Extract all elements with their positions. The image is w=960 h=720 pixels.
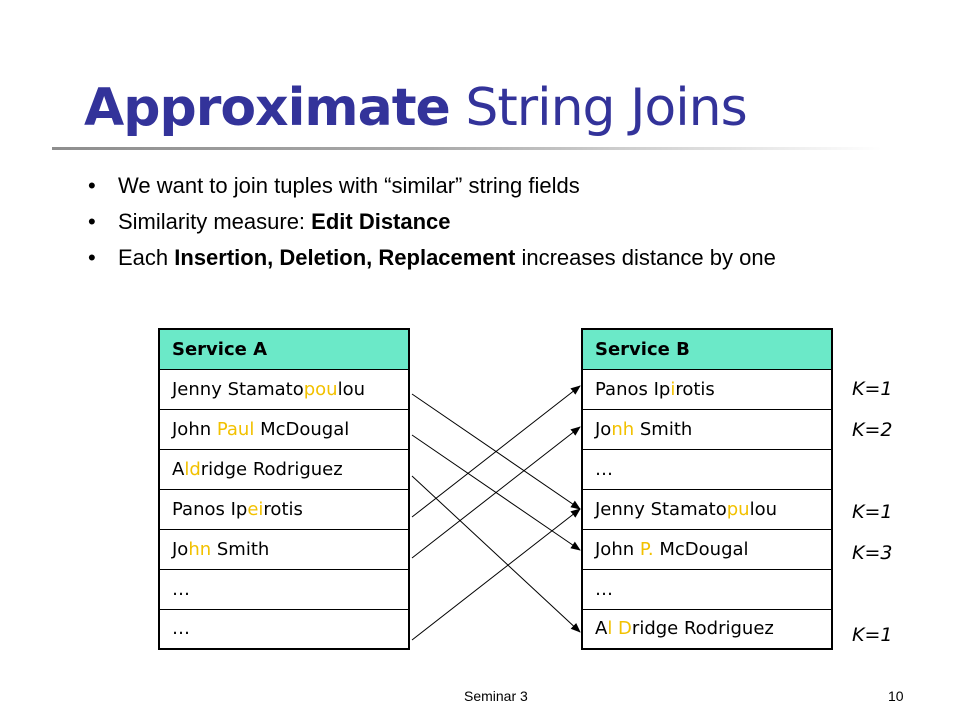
cell-text: John <box>595 538 640 560</box>
title-bold: Approximate <box>84 78 451 138</box>
k-label: K=1 <box>852 624 893 646</box>
service-a-cell: Aldridge Rodriguez <box>158 448 410 490</box>
table-row: … <box>158 568 410 610</box>
title-divider <box>52 147 882 150</box>
table-row: Jenny Stamatopoulou <box>158 368 410 410</box>
cell-text: … <box>172 618 190 640</box>
table-row: … <box>581 448 833 490</box>
table-row: Panos Ipirotis <box>581 368 833 410</box>
cell-text: … <box>595 458 613 480</box>
cell-text: Smith <box>211 538 270 560</box>
cell-text: Panos Ip <box>172 498 248 520</box>
highlighted-edit: pu <box>726 498 750 520</box>
cell-text: … <box>172 578 190 600</box>
highlighted-edit: Paul <box>216 418 255 440</box>
bullet-item: Similarity measure: Edit Distance <box>88 208 908 236</box>
service-b-cell: John P. McDougal <box>581 528 833 570</box>
bullet-text: We want to join tuples with “similar” st… <box>118 173 580 198</box>
k-label: K=3 <box>852 542 893 564</box>
table-row: Aldridge Rodriguez <box>158 448 410 490</box>
cell-text: rotis <box>675 378 715 400</box>
highlighted-edit: ei <box>247 498 264 520</box>
cell-text: McDougal <box>653 538 749 560</box>
service-b-cell: Al Dridge Rodriguez <box>581 608 833 650</box>
cell-text: Jo <box>595 418 612 440</box>
bullet-text: Each <box>118 245 175 270</box>
table-row: … <box>158 608 410 650</box>
table-row: Panos Ipeirotis <box>158 488 410 530</box>
cell-text: Jenny Stamato <box>595 498 727 520</box>
k-label: K=1 <box>852 378 893 400</box>
service-b-header-row: Service B <box>581 328 833 370</box>
bullet-text: increases distance by one <box>515 245 776 270</box>
cell-text: Smith <box>634 418 693 440</box>
highlighted-edit: i <box>670 378 676 400</box>
bullet-list: We want to join tuples with “similar” st… <box>88 172 908 280</box>
cell-text: lou <box>337 378 366 400</box>
highlighted-edit: nh <box>611 418 635 440</box>
footer-label: Seminar 3 <box>464 688 528 704</box>
cell-text: ridge Rodriguez <box>631 618 774 640</box>
cell-text: rotis <box>263 498 303 520</box>
highlighted-edit: pou <box>303 378 338 400</box>
bullet-item: Each Insertion, Deletion, Replacement in… <box>88 244 908 272</box>
k-label: K=1 <box>852 501 893 523</box>
table-row: John P. McDougal <box>581 528 833 570</box>
service-a-cell: … <box>158 608 410 650</box>
service-b-cell: … <box>581 448 833 490</box>
cell-text: … <box>595 578 613 600</box>
match-arrow <box>411 426 581 559</box>
match-arrow <box>411 475 581 633</box>
table-row: … <box>581 568 833 610</box>
service-b-cell: Jenny Stamatopulou <box>581 488 833 530</box>
cell-text: Jo <box>172 538 189 560</box>
highlighted-edit: l D <box>607 618 632 640</box>
title-rest: String Joins <box>465 78 747 138</box>
bullet-bold-text: Insertion, Deletion, Replacement <box>174 245 516 270</box>
service-b-cell: Panos Ipirotis <box>581 368 833 410</box>
cell-text: ridge Rodriguez <box>200 458 343 480</box>
highlighted-edit: hn <box>188 538 212 560</box>
cell-text: A <box>172 458 185 480</box>
highlighted-edit: P. <box>639 538 654 560</box>
service-a-cell: John Smith <box>158 528 410 570</box>
bullet-item: We want to join tuples with “similar” st… <box>88 172 908 200</box>
cell-text: John <box>172 418 217 440</box>
page-number: 10 <box>888 688 904 704</box>
match-arrow <box>411 385 581 518</box>
cell-text: lou <box>749 498 777 520</box>
match-arrow <box>411 508 581 641</box>
table-row: John Smith <box>158 528 410 570</box>
table-row: Al Dridge Rodriguez <box>581 608 833 650</box>
highlighted-edit: ld <box>184 458 201 480</box>
service-a-cell: Jenny Stamatopoulou <box>158 368 410 410</box>
cell-text: Panos Ip <box>595 378 671 400</box>
bullet-bold-text: Edit Distance <box>311 209 451 234</box>
page-title: Approximate String Joins <box>84 78 748 138</box>
k-label: K=2 <box>852 419 893 441</box>
bullet-text: Similarity measure: <box>118 209 312 234</box>
service-b-cell: … <box>581 568 833 610</box>
service-a-cell: … <box>158 568 410 610</box>
cell-text: Jenny Stamato <box>172 378 304 400</box>
table-row: Jenny Stamatopulou <box>581 488 833 530</box>
cell-text: A <box>595 618 608 640</box>
service-a-cell: Panos Ipeirotis <box>158 488 410 530</box>
service-b-header: Service B <box>581 328 833 370</box>
cell-text: McDougal <box>254 418 350 440</box>
